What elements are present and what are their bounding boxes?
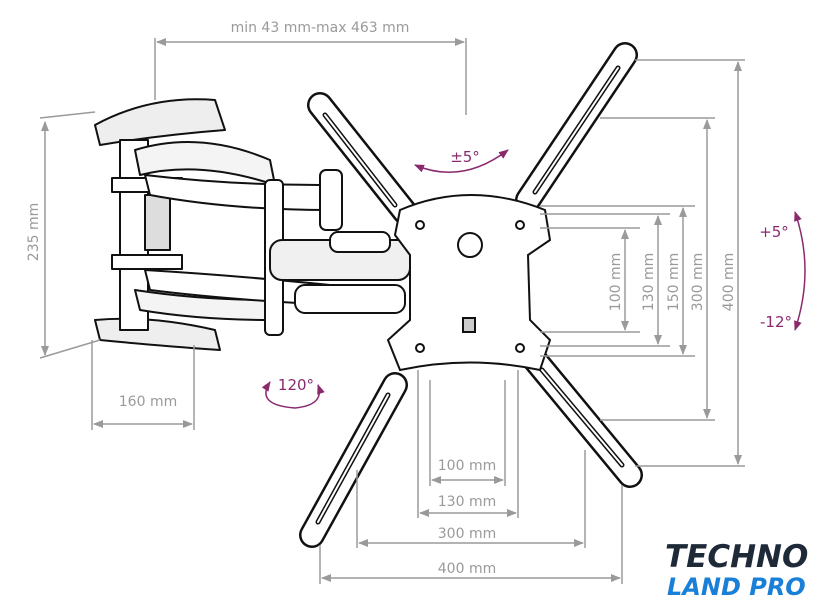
vesa-horizontal-130-label: 130 mm (438, 494, 496, 510)
vesa-vertical-400-label: 400 mm (721, 253, 737, 311)
vesa-vertical-150-label: 150 mm (666, 253, 682, 311)
swivel-angle-label: ±5° (450, 148, 480, 166)
tilt-down-label: -12° (760, 313, 792, 331)
wall-plate-width-label: 160 mm (119, 394, 177, 410)
angle-arcs (261, 149, 806, 409)
logo-line1: TECHNO (665, 539, 808, 575)
center-plate (386, 194, 552, 372)
tilt-up-label: +5° (759, 223, 789, 241)
vesa-horizontal-300-label: 300 mm (438, 526, 496, 542)
vesa-horizontal-400-label: 400 mm (438, 561, 496, 577)
logo-line2: LAND PRO (667, 573, 806, 601)
vesa-vertical-100-label: 100 mm (608, 253, 624, 311)
vesa-vertical-130-label: 130 mm (641, 253, 657, 311)
wall-plate-drawing (94, 98, 411, 351)
vesa-horizontal-100-label: 100 mm (438, 458, 496, 474)
dimension-lines (39, 38, 745, 584)
vesa-vertical-300-label: 300 mm (690, 253, 706, 311)
arm-extension-label: min 43 mm-max 463 mm (231, 20, 410, 36)
wall-plate-height-label: 235 mm (26, 203, 42, 261)
techno-land-pro-logo: TECHNO LAND PRO (665, 539, 808, 601)
rotation-angle-label: 120° (278, 376, 314, 394)
vesa-arms (299, 42, 643, 548)
